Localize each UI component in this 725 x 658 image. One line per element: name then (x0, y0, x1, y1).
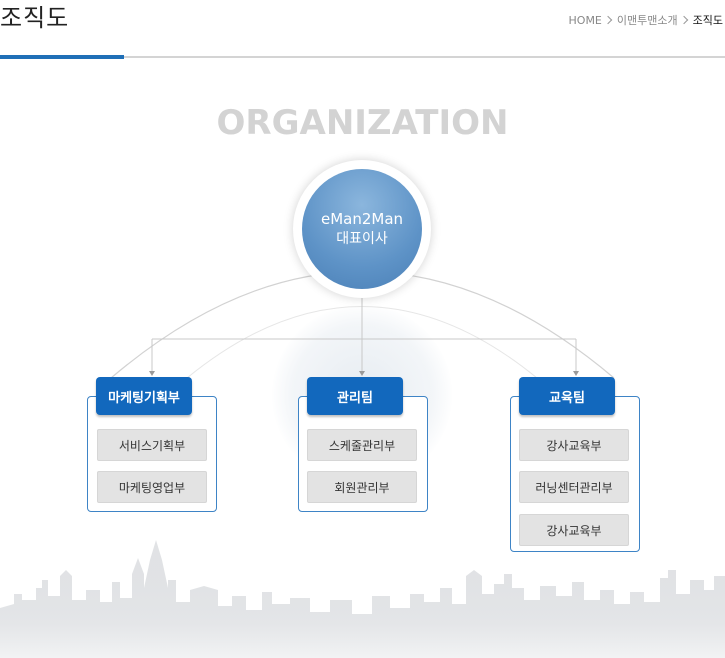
subteam-item: 회원관리부 (307, 471, 417, 503)
city-skyline-image (0, 540, 725, 658)
breadcrumb-home[interactable]: HOME (568, 13, 602, 27)
subteam-item: 강사교육부 (519, 514, 629, 546)
page-title: 조직도 (0, 4, 70, 32)
subteam-item: 마케팅영업부 (97, 471, 207, 503)
dept-head-education: 교육팀 (519, 377, 615, 415)
organization-heading: ORGANIZATION (216, 103, 509, 143)
arrow-down-icon (359, 371, 365, 376)
subteam-item: 서비스기획부 (97, 429, 207, 461)
breadcrumb-about[interactable]: 이맨투맨소개 (616, 14, 678, 27)
title-divider (0, 56, 725, 58)
ceo-node: eMan2Man 대표이사 (302, 169, 422, 289)
breadcrumb-current: 조직도 (692, 14, 723, 27)
dept-head-management: 관리팀 (307, 377, 403, 415)
ceo-name: eMan2Man (320, 210, 404, 228)
arrow-down-icon (149, 371, 155, 376)
subteam-item: 강사교육부 (519, 429, 629, 461)
breadcrumb: HOME 이맨투맨소개 조직도 (569, 12, 723, 28)
subteam-item: 스케줄관리부 (307, 429, 417, 461)
arrow-down-icon (573, 371, 579, 376)
title-divider-accent (0, 55, 124, 59)
dept-head-marketing: 마케팅기획부 (96, 377, 192, 415)
subteam-item: 러닝센터관리부 (519, 471, 629, 503)
ceo-role: 대표이사 (336, 231, 388, 247)
